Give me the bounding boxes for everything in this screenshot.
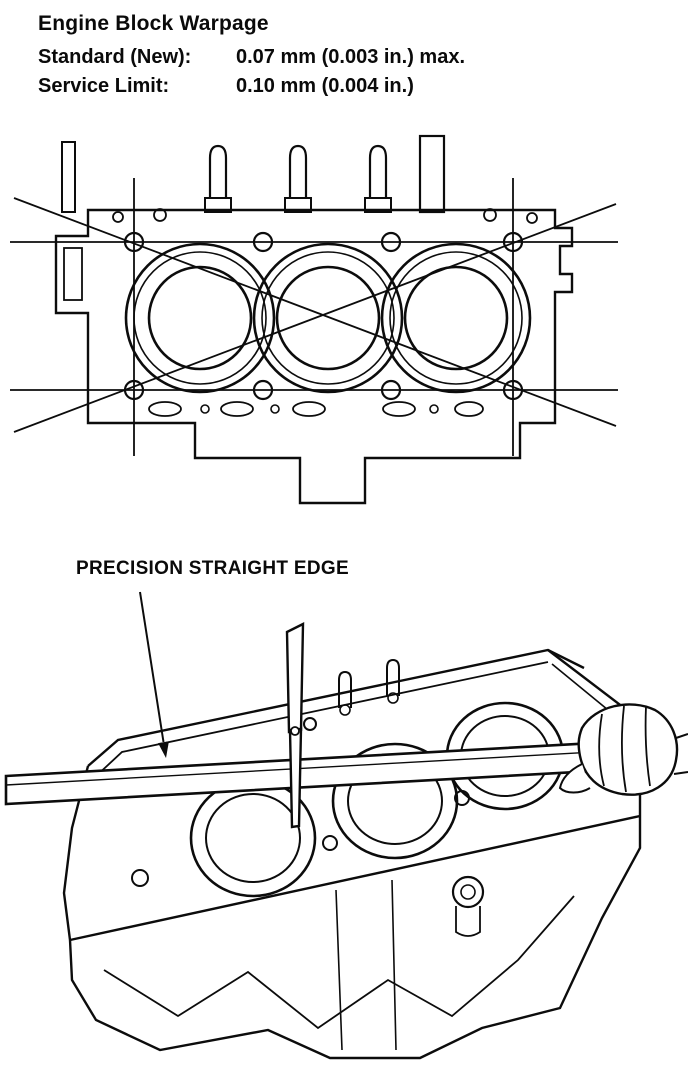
page-title: Engine Block Warpage (38, 12, 269, 35)
engine-block-perspective (62, 648, 642, 1060)
straight-edge-check-figure (4, 591, 688, 1060)
spec-standard-label: Standard (New): (38, 46, 192, 68)
pointer-arrow-icon (139, 591, 169, 758)
precision-straight-edge-label: PRECISION STRAIGHT EDGE (76, 558, 349, 579)
spec-standard-value: 0.07 mm (0.003 in.) max. (236, 46, 466, 68)
cylinder-bores (189, 701, 565, 898)
spec-service-limit: Service Limit: 0.10 mm (0.004 in.) (38, 72, 465, 101)
engine-block-warpage-diagram (10, 134, 618, 505)
hand-icon (558, 703, 688, 796)
spec-service-limit-value: 0.10 mm (0.004 in.) (236, 75, 414, 97)
feeler-gauge-icon (285, 622, 305, 829)
cylinder-bores (124, 242, 532, 394)
straight-edge-bar (4, 738, 650, 806)
spec-service-limit-label: Service Limit: (38, 75, 170, 97)
measurement-lines (10, 178, 618, 456)
block-outline (54, 208, 574, 505)
coolant-passages (148, 401, 484, 417)
head-studs-icon (61, 134, 446, 214)
spec-standard: Standard (New): 0.07 mm (0.003 in.) max. (38, 43, 465, 72)
spec-header: Engine Block Warpage Standard (New): 0.07… (38, 12, 465, 101)
